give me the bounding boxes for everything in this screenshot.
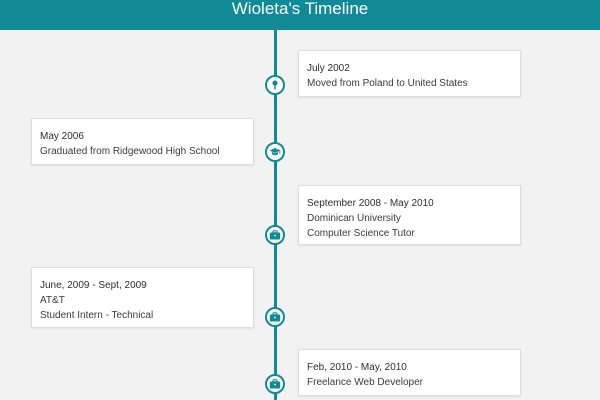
event-description: Moved from Poland to United States [307, 78, 468, 89]
timeline-header: Wioleta's Timeline [0, 0, 600, 30]
pin-icon [272, 80, 278, 90]
event-organization: AT&T [40, 295, 65, 306]
event-date: July 2002 [307, 63, 350, 74]
timeline-node [265, 374, 285, 394]
graduation-cap-icon [269, 148, 281, 156]
timeline-event-card: Feb, 2010 - May, 2010 Freelance Web Deve… [298, 349, 521, 396]
timeline-node [265, 225, 285, 245]
event-date: June, 2009 - Sept, 2009 [40, 280, 147, 291]
event-organization: Dominican University [307, 213, 401, 224]
timeline-node [265, 75, 285, 95]
event-description: Graduated from Ridgewood High School [40, 146, 220, 157]
timeline-node [265, 307, 285, 327]
briefcase-icon [269, 312, 281, 322]
timeline-event-card: June, 2009 - Sept, 2009 AT&T Student Int… [31, 267, 254, 328]
briefcase-icon [269, 379, 281, 389]
timeline-event-card: May 2006 Graduated from Ridgewood High S… [31, 118, 254, 165]
event-date: September 2008 - May 2010 [307, 198, 434, 209]
timeline-axis [274, 30, 277, 400]
event-role: Computer Science Tutor [307, 228, 415, 239]
page-title: Wioleta's Timeline [231, 0, 369, 18]
event-date: May 2006 [40, 131, 84, 142]
timeline-node [265, 142, 285, 162]
event-role: Student Intern - Technical [40, 310, 154, 321]
timeline-event-card: September 2008 - May 2010 Dominican Univ… [298, 185, 521, 245]
event-date: Feb, 2010 - May, 2010 [307, 362, 407, 373]
event-description: Freelance Web Developer [307, 377, 423, 388]
timeline-event-card: July 2002 Moved from Poland to United St… [298, 50, 521, 97]
briefcase-icon [269, 230, 281, 240]
